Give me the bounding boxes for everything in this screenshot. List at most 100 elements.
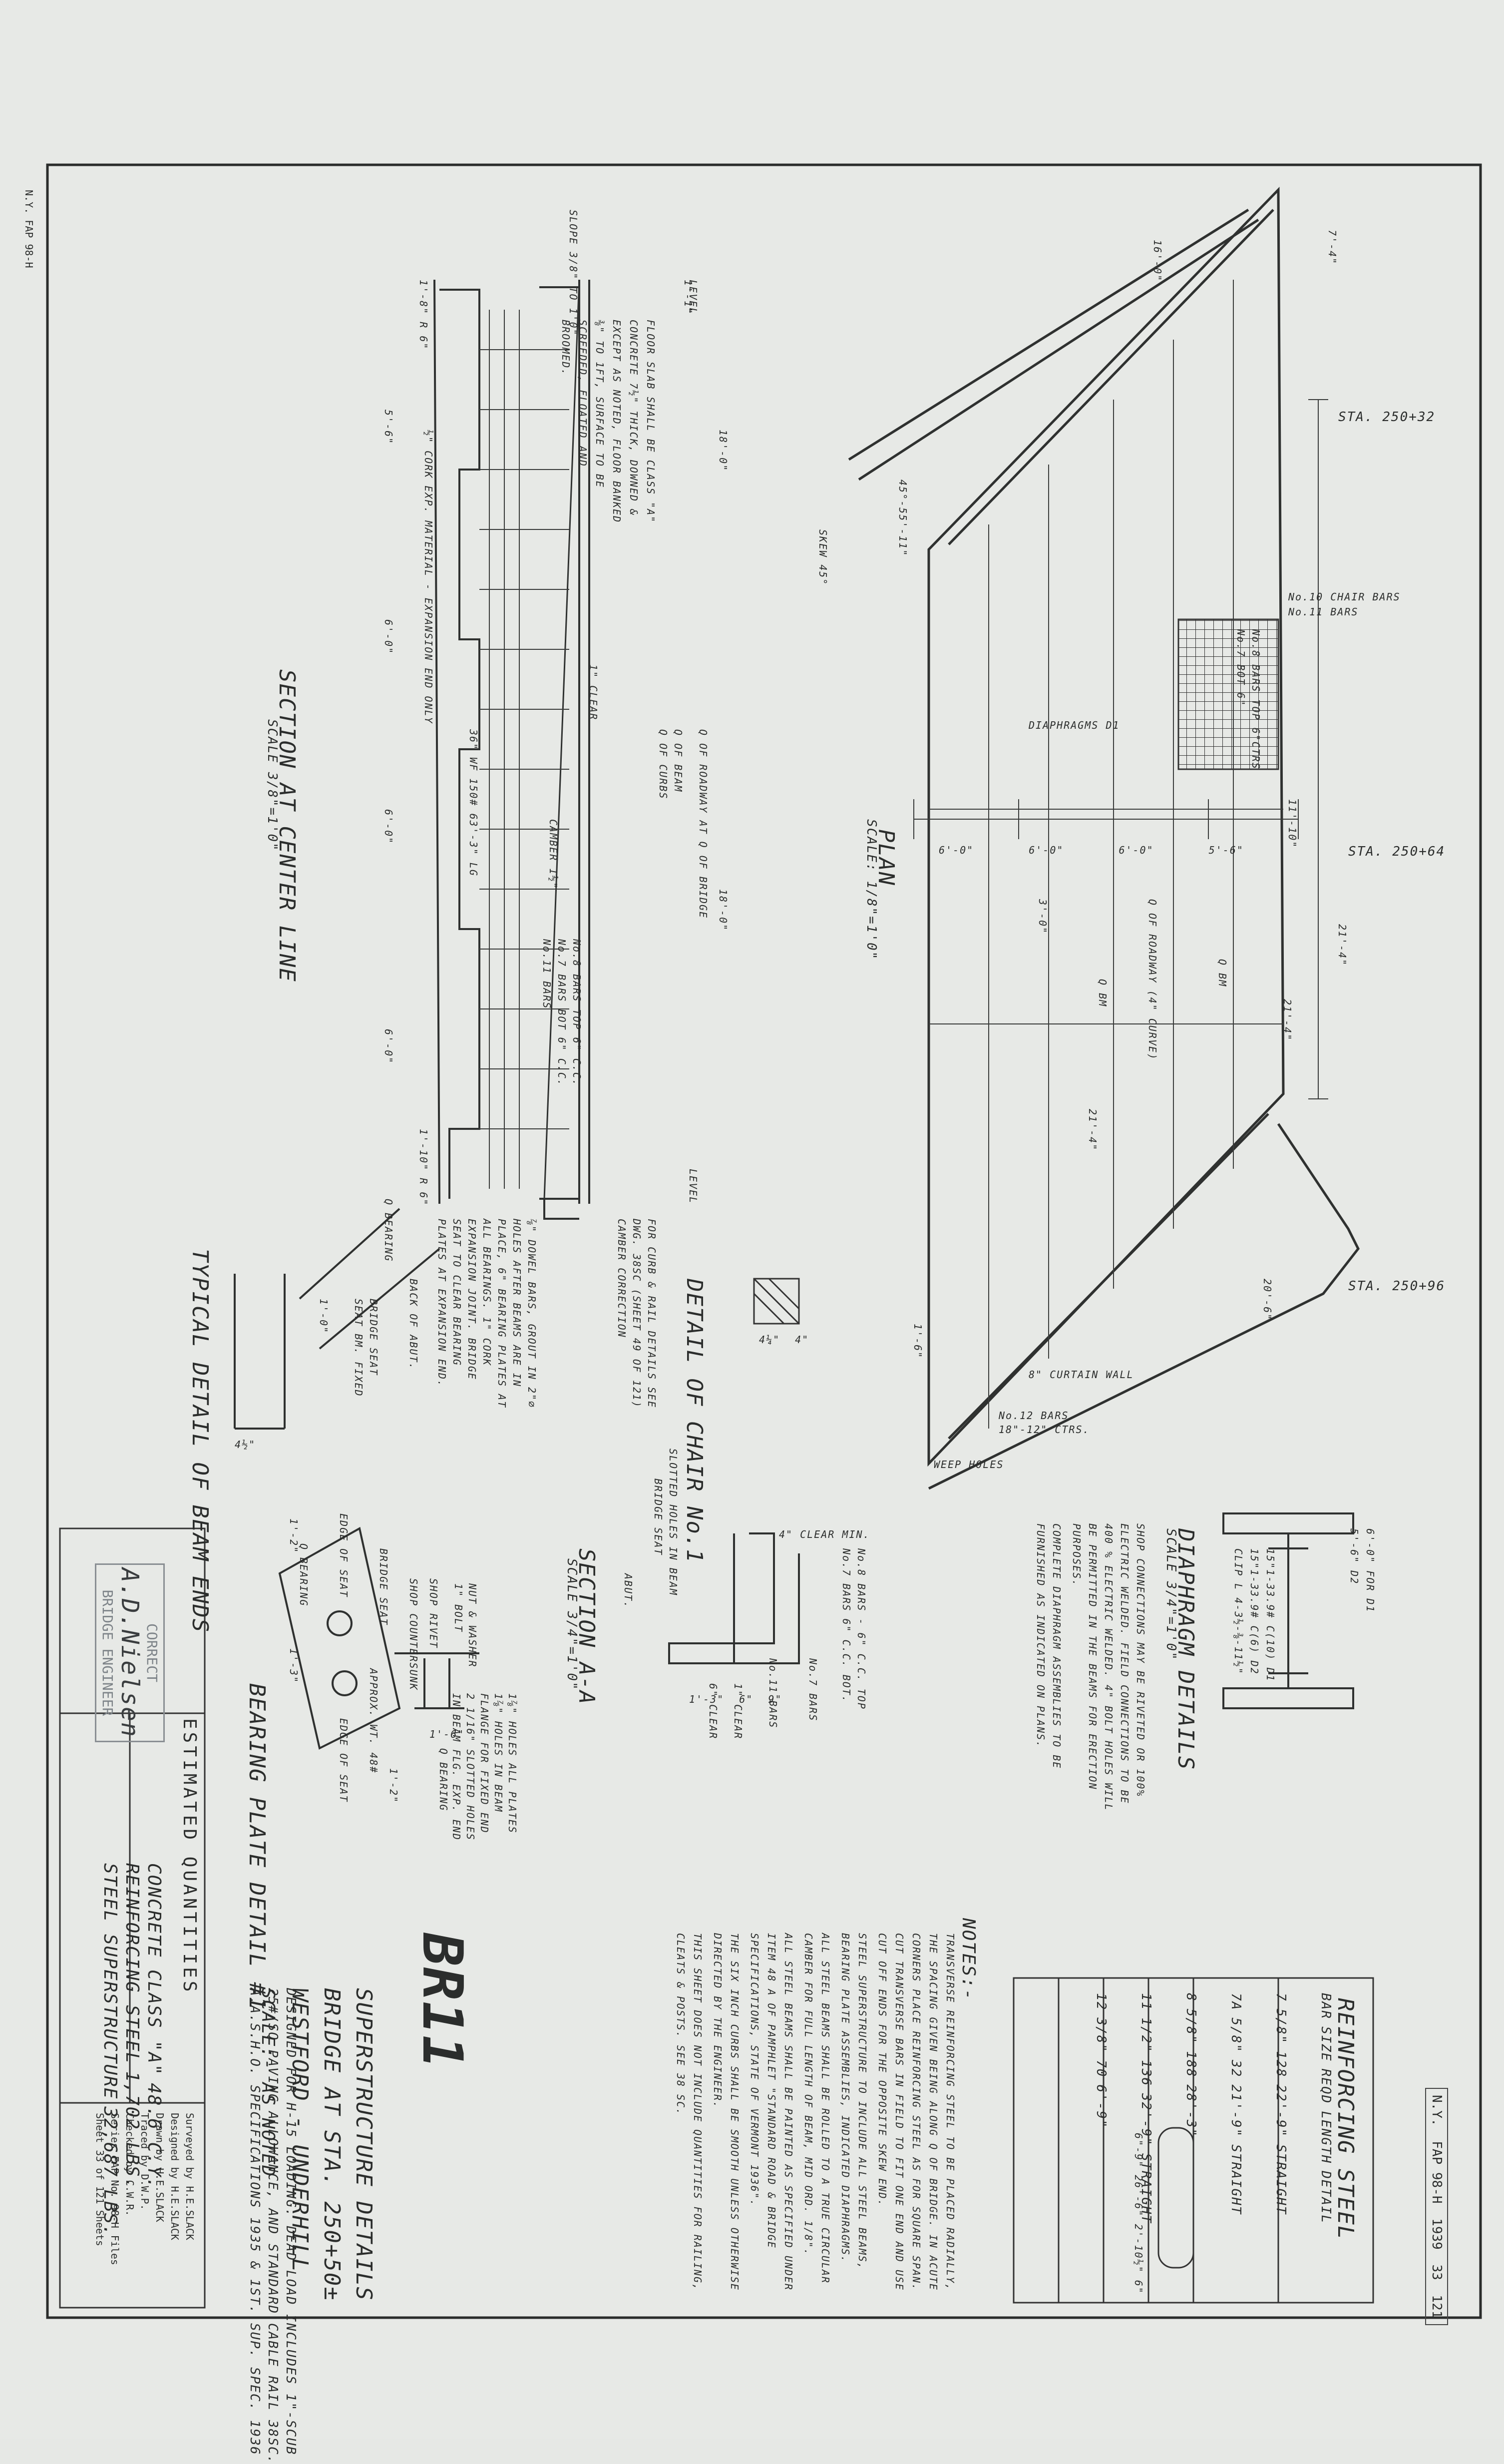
approval-status: CORRECT	[144, 1623, 160, 1682]
quantities-heading: ESTIMATED QUANTITIES	[179, 1718, 200, 1995]
plan-dim: 21'-4"	[1281, 999, 1293, 1041]
margin-stamp-project: FAP 98-H	[23, 220, 35, 268]
section-center-scale: SCALE 3/8"=1'0"	[265, 719, 280, 852]
diaphragm-dim: 6'-0" FOR D1	[1364, 1528, 1376, 1613]
section-label: SLOPE 3/8" TO 1'0"	[567, 210, 579, 336]
note-item: ALL STEEL BEAMS SHALL BE PAINTED AS SPEC…	[749, 1933, 794, 2291]
beam-ends-label: BRIDGE SEAT	[368, 1299, 379, 1376]
diaphragm-dims: 6'-0" FOR D1 5'-6" D2	[1346, 1528, 1378, 1613]
bearing-plate-dim: 1'-2"	[387, 1768, 399, 1804]
plan-label: 45°-55'-11"	[897, 480, 909, 557]
plan-label: No.7 BOT 6"	[1235, 629, 1247, 707]
design-note: 25#/SQ PAVING ALLOWANCE, AND STANDARD CA…	[265, 1988, 280, 2464]
section-aa-label: BRIDGE SEAT	[652, 1478, 664, 1556]
beam-ends-label: Q BEARING	[382, 1199, 394, 1262]
section-dim: 1'-10" R 6"	[417, 1129, 429, 1206]
section-aa-scale: SCALE 3/4"=1'0"	[564, 1558, 579, 1691]
section-dim: 6'-0"	[382, 809, 394, 845]
section-dim: 1'-1"	[682, 280, 694, 315]
sheet-year: 1939	[1429, 2218, 1444, 2250]
note-item: STEEL SUPERSTRUCTURE TO INCLUDE ALL STEE…	[839, 1933, 868, 2270]
quantities-list: CONCRETE CLASS "A"48.6 C.Y. REINFORCING …	[99, 1863, 165, 2237]
quantity-row: REINFORCING STEEL1,702 LBS.	[122, 1863, 142, 2190]
bearing-plate-heading: BEARING PLATE DETAIL #1	[244, 1683, 270, 2011]
plan-label: Q OF ROADWAY (4" CURVE)	[1146, 899, 1158, 1060]
chair-heading: DETAIL OF CHAIR No.1	[682, 1279, 707, 1563]
bearing-plate-dim: 1'-2"	[288, 1518, 300, 1554]
section-label: LEVEL	[687, 1169, 699, 1204]
bearing-plate-sketch	[278, 1526, 479, 1750]
chair-detail-sketch	[753, 1278, 800, 1325]
chair-dims: 4¼"4"	[759, 1334, 809, 1346]
beam-size-label: 36" WF 150# 63'-3" LG	[467, 729, 479, 877]
plan-dimensions	[913, 399, 1328, 1099]
sheet-total: 121	[1429, 2295, 1444, 2319]
note-item: THIS SHEET DOES NOT INCLUDE QUANTITIES F…	[675, 1933, 704, 2291]
section-beam-webs	[479, 310, 569, 1189]
plan-scale: SCALE: 1/8"=1'0"	[864, 819, 879, 961]
table-row: 75/8"12822'-9"STRAIGHT	[1273, 1993, 1288, 2215]
design-notes: DESIGNED FOR H-15 LOADING. DEAD LOAD INC…	[246, 1988, 300, 2464]
diaphragm-sketch	[1222, 1512, 1354, 1709]
diaphragm-dim: 5'-6" D2	[1348, 1528, 1360, 1585]
bar-callouts: No.8 BARS TOP 6" C.C. No.7 BARS BOT 6" C…	[539, 939, 584, 1086]
bearing-plate-label: NUT & WASHER	[466, 1583, 478, 1668]
note-item: TRANSVERSE REINFORCING STEEL TO BE PLACE…	[876, 1933, 956, 2291]
quantity-row: CONCRETE CLASS "A"48.6 C.Y.	[144, 1863, 164, 2190]
section-dim: 18'-0"	[717, 889, 729, 932]
section-aa-label: 6" CLEAR	[707, 1683, 719, 1740]
section-dim: 6'-0"	[382, 1029, 394, 1064]
margin-stamp: N.Y. FAP 98-H	[23, 190, 35, 268]
plan-label: SKEW 45°	[817, 529, 829, 586]
beam-ends-dim: 1'-0"	[318, 1299, 330, 1334]
bearing-plate-label: BRIDGE SEAT	[377, 1548, 389, 1626]
plan-dim: 16'-0"	[1151, 240, 1163, 282]
diaphragm-notes: SHOP CONNECTIONS MAY BE RIVETED OR 100% …	[1033, 1523, 1148, 1823]
plan-bar-callout: No.12 BARS 18"-12" CTRS.	[999, 1409, 1090, 1437]
approval-stamp: CORRECT A.D.Nielsen BRIDGE ENGINEER	[95, 1563, 165, 1742]
notes-list: TRANSVERSE REINFORCING STEEL TO BE PLACE…	[672, 1933, 959, 2313]
sheet-border	[46, 163, 1482, 2319]
title-block-frame	[59, 1527, 206, 2309]
plan-dim: 1'-6"	[912, 1324, 924, 1359]
section-label: 1" CLEAR	[587, 664, 599, 721]
section-dim: 6'-0"	[382, 619, 394, 655]
plan-label: 8" CURTAIN WALL	[1029, 1369, 1134, 1381]
section-aa-label: No.7 BARS	[807, 1658, 819, 1722]
bearing-plate-callouts: NUT & WASHER 1" BOLT	[451, 1583, 479, 1668]
diaphragm-note: SHOP CONNECTIONS MAY BE RIVETED OR 100% …	[1071, 1523, 1146, 1811]
plan-label: 18"-12" CTRS.	[999, 1424, 1090, 1436]
reinforcing-detail-dims: 6"-9"26'-6"2'-10½"6"	[1132, 2133, 1144, 2294]
signoff-row: Designed byH.E.SLACK	[169, 2113, 181, 2240]
bearing-plate-label: SHOP COUNTERSUNK	[407, 1578, 419, 1691]
diaphragm-member: 15"1-33.9# C(6) D2	[1248, 1548, 1260, 1675]
bearing-plate-label: Q BEARING	[437, 1748, 449, 1812]
section-dim: 5'-6"	[382, 410, 394, 445]
diaphragm-note: COMPLETE DIAPHRAGM ASSEMBLIES TO BE FURN…	[1035, 1523, 1063, 1769]
plan-dim: 20'-6"	[1261, 1279, 1273, 1321]
plan-label: Q BM	[1097, 979, 1109, 1007]
plan-label: DIAPHRAGMS D1	[1029, 719, 1120, 731]
bearing-plate-label: 1⅞" HOLES ALL PLATES	[506, 1693, 518, 1834]
bearing-plate-label: EDGE OF SEAT	[338, 1513, 350, 1598]
plan-label: WEEP HOLES	[934, 1459, 1004, 1471]
bearing-plate-dim: 1'-3"	[288, 1648, 300, 1684]
bearing-plate-label: 1" BOLT	[452, 1583, 464, 1633]
notes-heading: NOTES:-	[958, 1918, 979, 2001]
station-label: STA. 250+32	[1338, 410, 1436, 425]
beam-ends-sketch	[234, 1208, 440, 1430]
section-aa-label: 4" CLEAR MIN.	[779, 1528, 870, 1540]
design-note: A.A.S.H.O. SPECIFICATIONS 1935 & 1ST. SU…	[247, 1988, 262, 2456]
table-row: 85/8"18828'-3"	[1183, 1993, 1198, 2138]
plan-bar-labels: No.8 BARS TOP 6"CTRS No.7 BOT 6"	[1233, 629, 1263, 770]
margin-stamp-state: N.Y.	[23, 190, 35, 214]
plan-label: No.10 CHAIR BARS	[1288, 591, 1401, 603]
plan-dim: 21'-4"	[1336, 924, 1348, 967]
reinforcing-table-grid	[1013, 1977, 1374, 2304]
bearing-plate-label: 1⅞" HOLES IN BEAM FLANGE FOR FIXED END	[478, 1693, 504, 1834]
bearing-plate-label: EDGE OF SEAT	[338, 1718, 350, 1803]
table-row: 7A5/8"3221'-9"STRAIGHT	[1228, 1993, 1243, 2215]
section-aa-label: ABUT.	[622, 1573, 634, 1609]
section-label: Q OF BEAM	[672, 729, 684, 793]
